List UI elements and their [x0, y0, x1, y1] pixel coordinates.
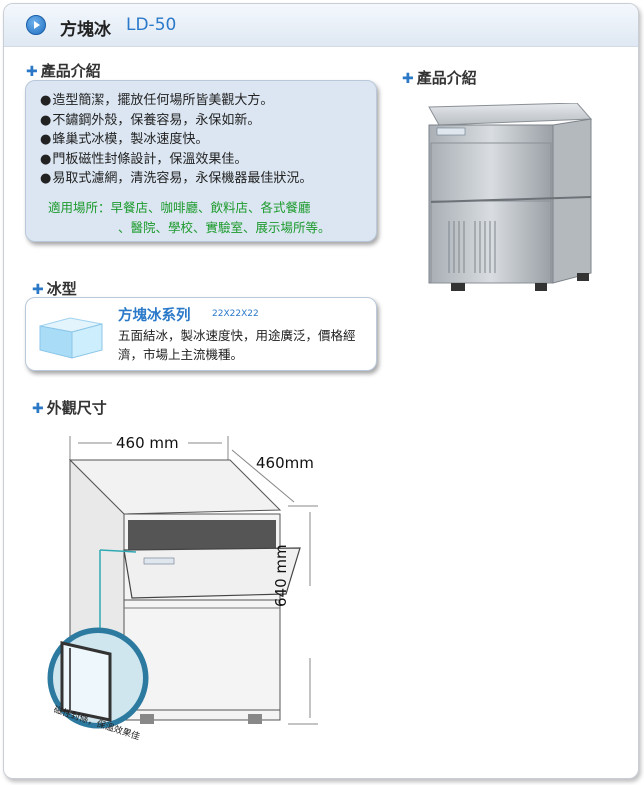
intro-heading: ✚產品介紹 — [26, 62, 101, 80]
list-item: ●易取式濾網，清洗容易，永保機器最佳狀況。 — [40, 171, 313, 186]
plus-icon: ✚ — [32, 282, 44, 298]
ice-type-box: 方塊冰系列 22X22X22 五面結冰，製冰速度快，用途廣泛，價格經濟，市場上主… — [25, 297, 377, 371]
ice-size: 22X22X22 — [212, 309, 259, 319]
usage-line-2: 、醫院、學校、實驗室、展示場所等。 — [118, 220, 331, 235]
ice-cube-icon — [39, 317, 103, 359]
ice-description: 五面結冰，製冰速度快，用途廣泛，價格經濟，市場上主流機種。 — [118, 328, 356, 362]
ice-series-name: 方塊冰系列 — [118, 308, 191, 324]
model-number: LD-50 — [126, 15, 177, 35]
list-item: ●造型簡潔，擺放任何場所皆美觀大方。 — [40, 93, 274, 108]
list-item: ●不鏽鋼外殼，保養容易，永保如新。 — [40, 112, 261, 128]
plus-icon: ✚ — [26, 64, 38, 80]
ice-machine-image — [428, 103, 593, 291]
height-dimension: 640 mm — [272, 544, 290, 607]
feature-list: ●造型簡潔，擺放任何場所皆美觀大方。 ●不鏽鋼外殼，保養容易，永保如新。 ●蜂巢… — [40, 91, 312, 189]
page-title: 方塊冰 — [60, 20, 111, 40]
dimensions-heading: ✚外觀尺寸 — [32, 399, 107, 417]
list-item: ●門板磁性封條設計，保溫效果佳。 — [40, 151, 248, 167]
depth-dimension: 460mm — [256, 454, 314, 472]
width-dimension: 460 mm — [116, 434, 179, 452]
product-image-heading: ✚產品介紹 — [402, 69, 477, 87]
title-bar: 方塊冰 LD-50 — [4, 4, 638, 47]
usage-line-1: 適用場所：早餐店、咖啡廳、飲料店、各式餐廳 — [48, 200, 311, 215]
plus-icon: ✚ — [402, 71, 414, 87]
list-item: ●蜂巢式冰模，製冰速度快。 — [40, 132, 209, 147]
arrow-circle-icon — [26, 15, 46, 35]
ice-type-heading: ✚冰型 — [32, 280, 77, 298]
plus-icon: ✚ — [32, 401, 44, 417]
dimension-diagram — [47, 436, 318, 729]
intro-box: ●造型簡潔，擺放任何場所皆美觀大方。 ●不鏽鋼外殼，保養容易，永保如新。 ●蜂巢… — [25, 80, 377, 242]
